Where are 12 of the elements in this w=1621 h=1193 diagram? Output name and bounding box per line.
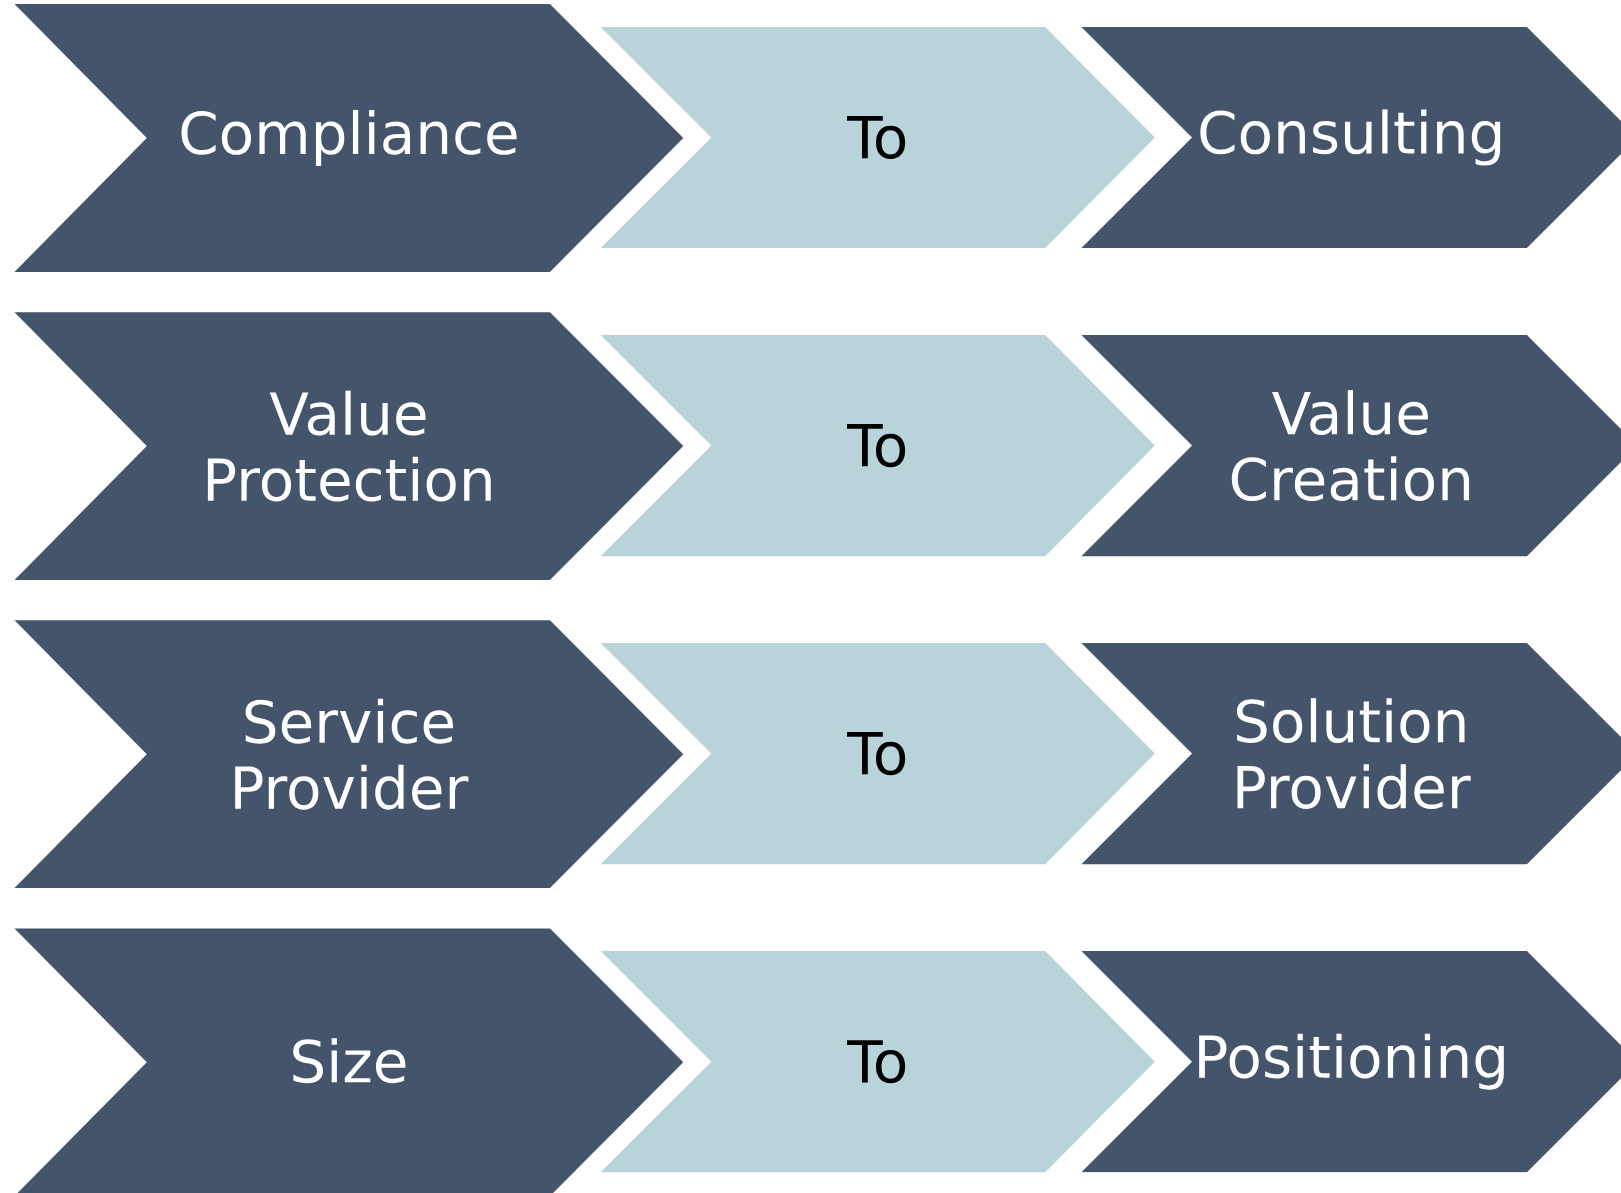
step-box: Service Provider	[14, 620, 684, 888]
step-box: Value Creation	[1081, 335, 1621, 557]
step-box: To	[600, 26, 1155, 249]
step-box: To	[600, 951, 1155, 1173]
step-box: Consulting	[1081, 26, 1621, 249]
step-box: Positioning	[1081, 951, 1621, 1173]
step-box: Size	[14, 928, 684, 1193]
step-box: Compliance	[14, 4, 684, 272]
step-box: To	[600, 643, 1155, 865]
step-box: Value Protection	[14, 312, 684, 580]
step-box: Solution Provider	[1081, 643, 1621, 865]
step-box: To	[600, 335, 1155, 557]
